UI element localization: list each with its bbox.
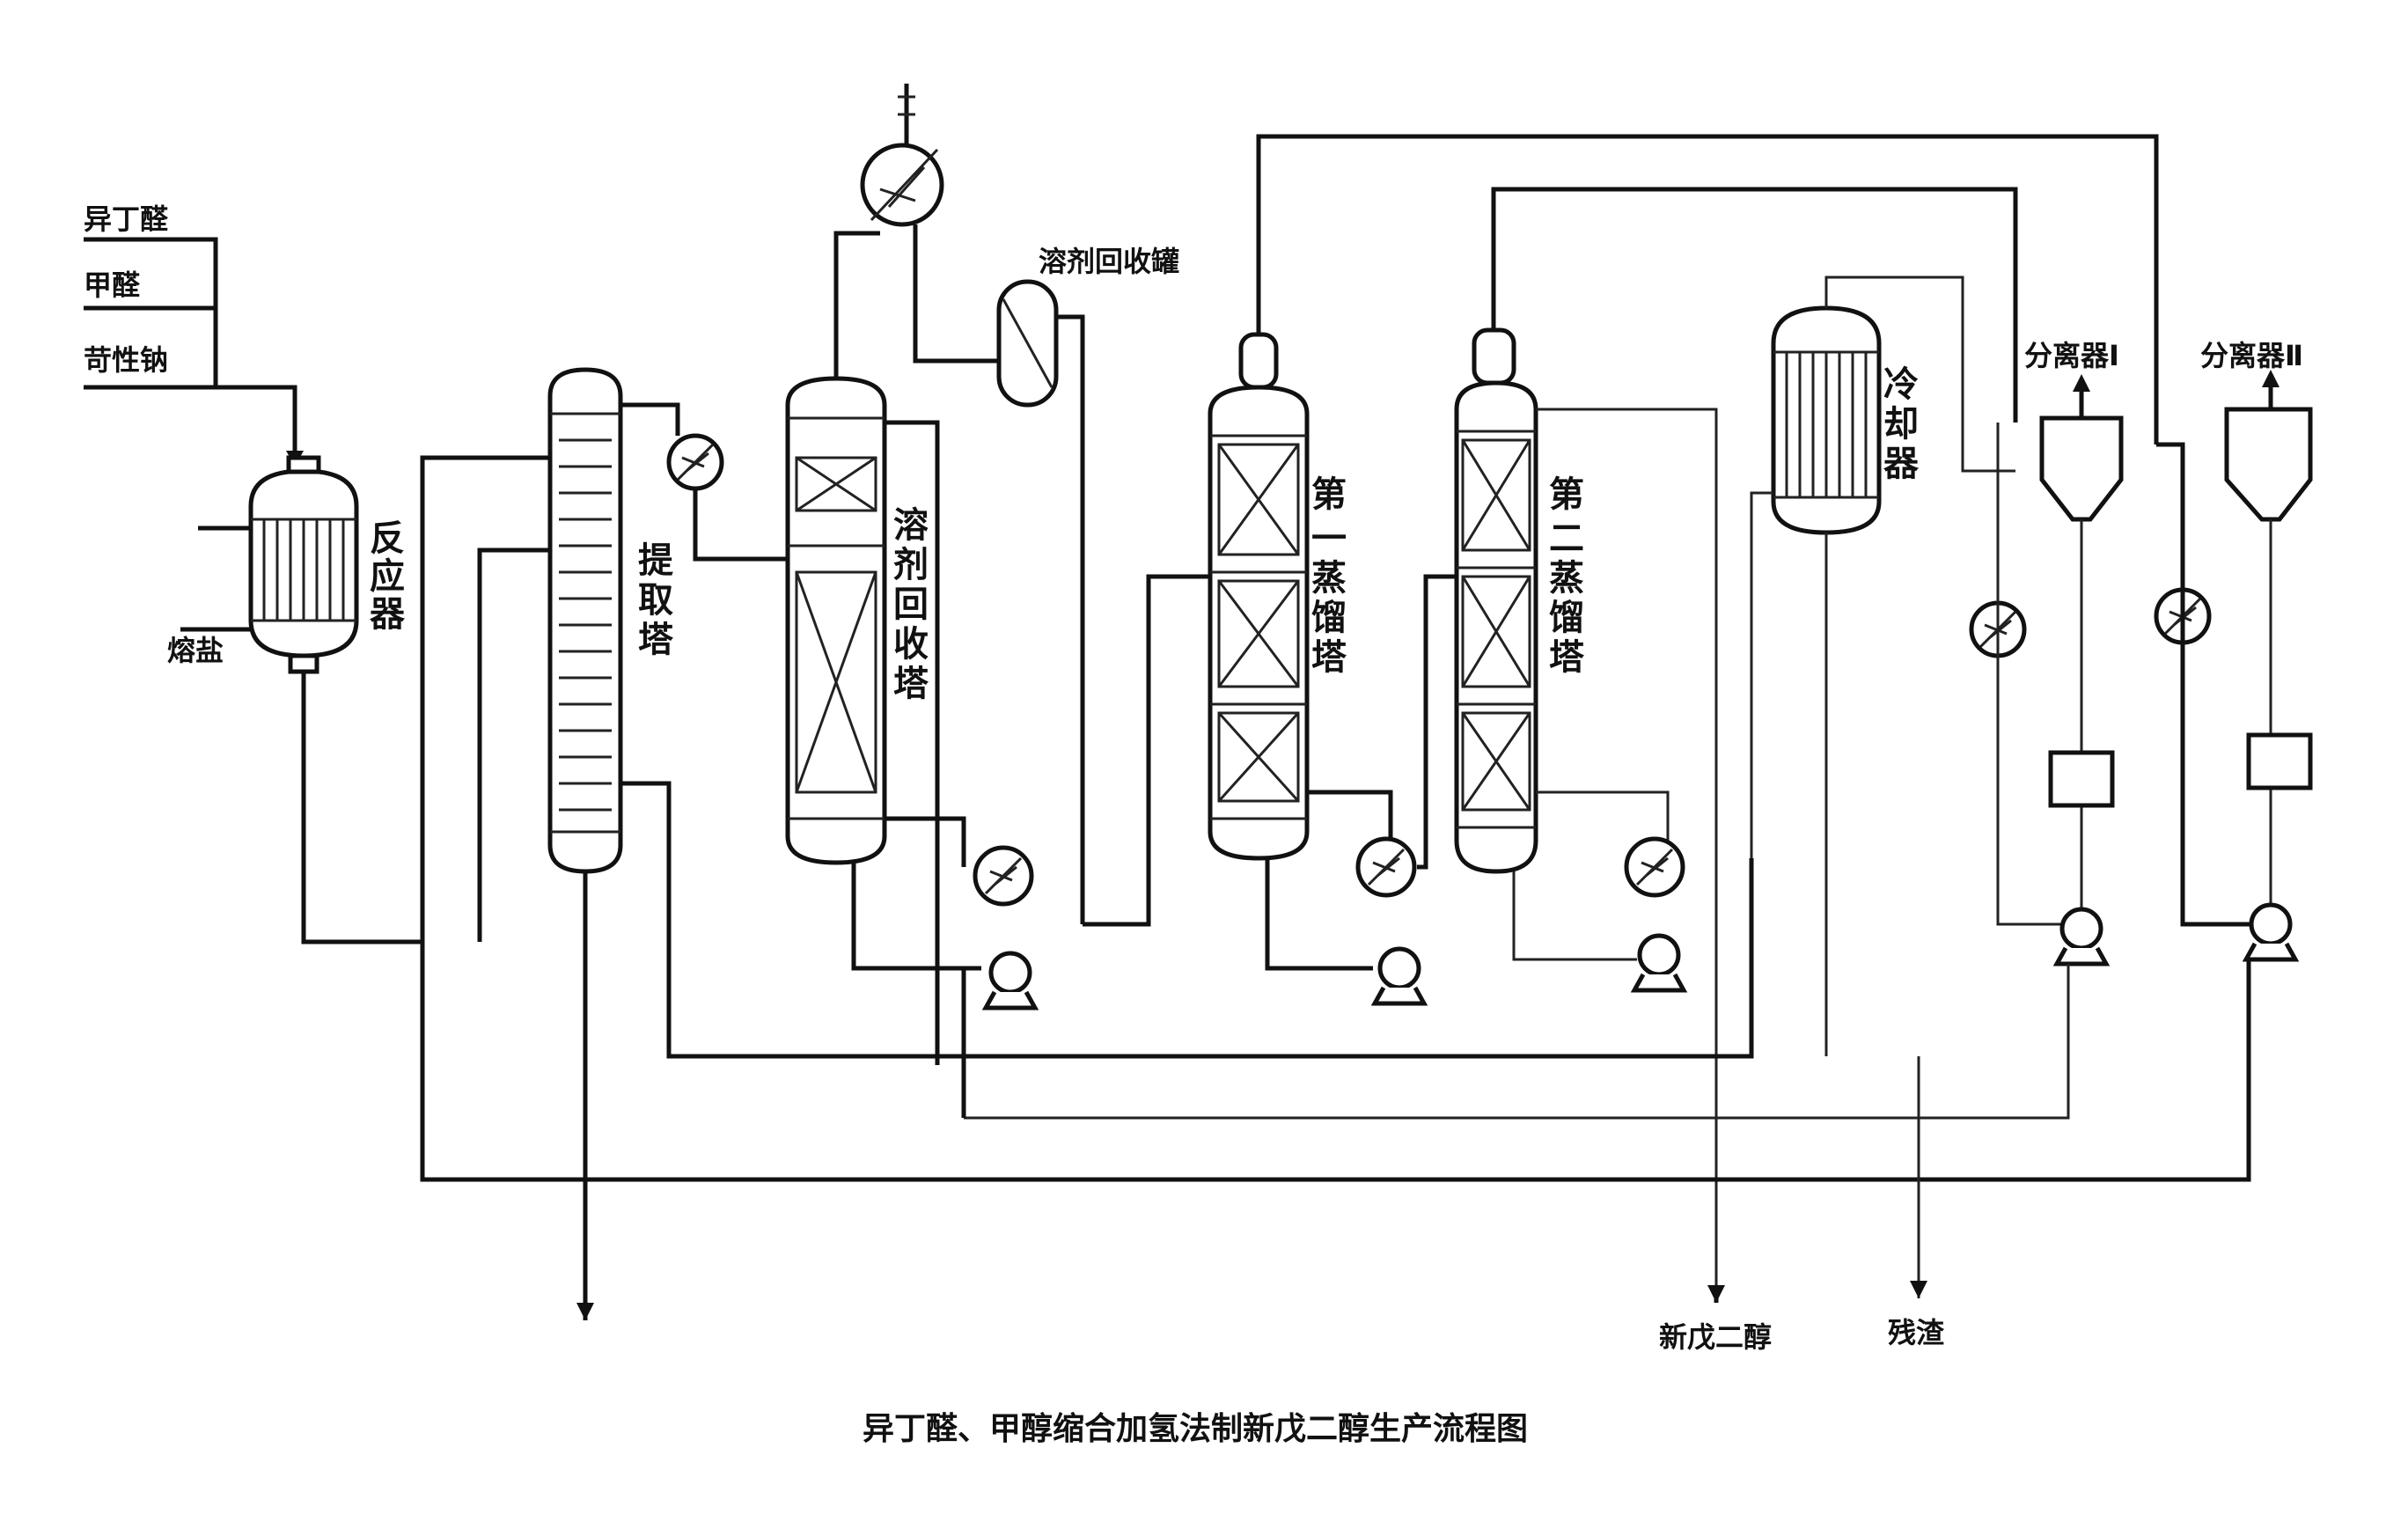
feed-line-caustic-soda	[84, 385, 297, 467]
first-distillation-tower-label-1: 第	[1311, 474, 1347, 515]
second-distillation-tower-label-1: 第	[1549, 474, 1584, 515]
pump-3	[1630, 933, 1688, 993]
solvent-recovery-tower-label-4: 收	[893, 624, 929, 665]
heat-exchanger-4	[1624, 836, 1685, 898]
cooler-label-2: 却	[1883, 404, 1919, 445]
cooler-label-3: 器	[1883, 444, 1920, 484]
reactor-label-3: 器	[370, 594, 406, 635]
feed-label-caustic-soda: 苛性钠	[84, 343, 168, 377]
feed-line-isobutyraldehyde	[84, 237, 218, 387]
solvent-recovery-tank: 溶剂回收罐	[996, 245, 1179, 924]
first-distillation-tower: 第 一 蒸 馏 塔	[1083, 134, 2159, 971]
cooler: 冷 却 器	[1750, 276, 2015, 1056]
second-distillation-tower-label-5: 塔	[1549, 637, 1585, 678]
product-label-residue: 残渣	[1888, 1316, 1945, 1349]
pump-2	[1370, 946, 1428, 1006]
cooler-label-1: 冷	[1883, 364, 1919, 405]
first-distillation-tower-label-3: 蒸	[1311, 558, 1347, 599]
pump-1	[981, 951, 1039, 1011]
second-distillation-tower: 第 二 蒸 馏 塔	[1454, 187, 2018, 1303]
reactor-label-1: 反	[370, 518, 405, 559]
feed-label-isobutyraldehyde: 异丁醛	[84, 202, 168, 236]
extraction-tower-label-1: 提	[638, 540, 673, 581]
reactor: 反 应 器 熔盐	[167, 455, 422, 944]
second-distillation-tower-label-2: 二	[1549, 518, 1584, 559]
extraction-tower: 提 取 塔	[420, 367, 968, 1320]
separator-1: 分离器Ⅰ	[964, 339, 2124, 1120]
feed-label-formaldehyde: 甲醛	[84, 268, 140, 302]
second-distillation-tower-label-3: 蒸	[1549, 558, 1584, 599]
solvent-recovery-tower-label-2: 剂	[893, 545, 929, 585]
solvent-recovery-tower-label-1: 溶	[893, 505, 929, 546]
return-line-solvent	[968, 858, 1754, 1059]
separator-2-label: 分离器Ⅱ	[2200, 339, 2303, 372]
first-distillation-tower-label-2: 一	[1311, 518, 1347, 559]
solvent-recovery-tower-label-3: 回	[893, 584, 929, 625]
heat-exchanger-2	[973, 845, 1034, 907]
heat-exchanger-3	[1355, 574, 1457, 898]
product-outlets: 新戊二醇 残渣	[1659, 1056, 1945, 1354]
diagram-caption: 异丁醛、甲醇缩合加氢法制新戊二醇生产流程图	[863, 1411, 1528, 1447]
product-label-npg: 新戊二醇	[1659, 1320, 1772, 1354]
feed-lines: 异丁醛 甲醛 苛性钠	[84, 202, 304, 467]
separator-1-label: 分离器Ⅰ	[2024, 339, 2119, 372]
second-distillation-tower-label-4: 馏	[1549, 598, 1584, 638]
first-distillation-tower-label-4: 馏	[1311, 598, 1347, 638]
reactor-label-2: 应	[370, 556, 405, 597]
separator-2: 分离器Ⅱ	[420, 339, 2313, 1182]
feed-label-molten-salt: 熔盐	[167, 634, 224, 667]
extraction-tower-label-3: 塔	[638, 620, 674, 660]
solvent-recovery-tower-label-5: 塔	[893, 664, 929, 704]
solvent-recovery-tower: 溶 剂 回 收 塔	[785, 231, 981, 1065]
condenser	[860, 84, 999, 364]
solvent-recovery-tank-label: 溶剂回收罐	[1039, 245, 1179, 278]
first-distillation-tower-label-5: 塔	[1311, 637, 1347, 678]
heat-exchanger-1	[666, 433, 792, 562]
extraction-tower-label-2: 取	[638, 580, 673, 621]
